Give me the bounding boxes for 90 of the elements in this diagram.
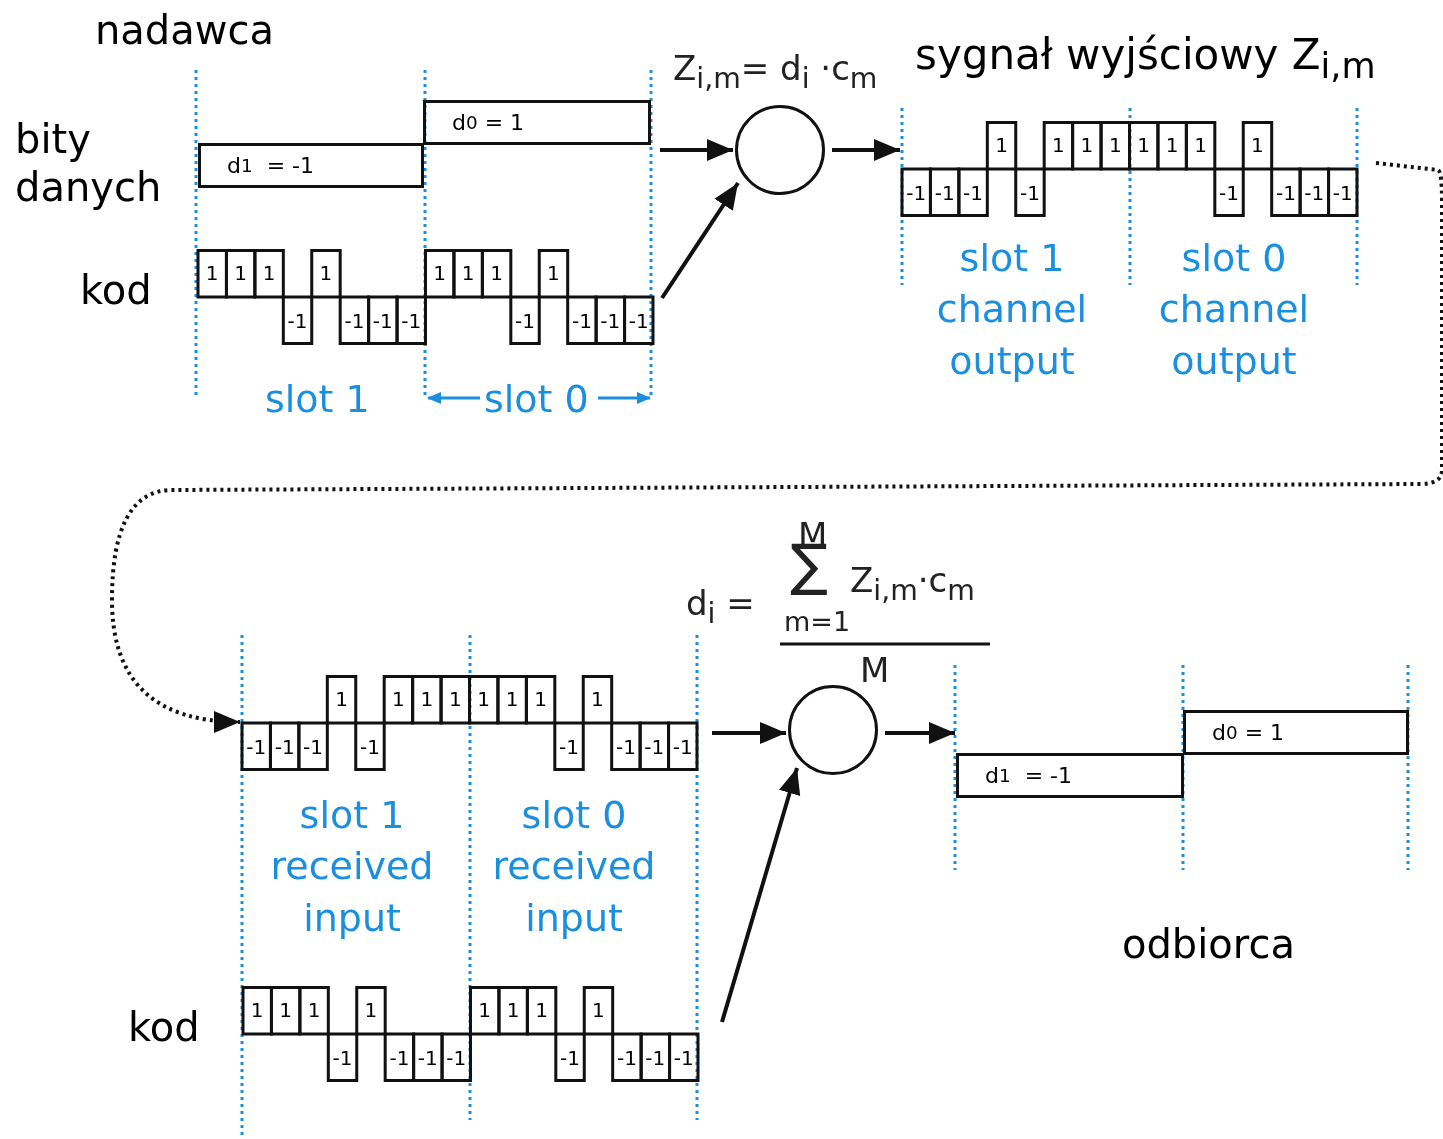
chip-value: -1 bbox=[627, 308, 650, 335]
chip-value: 1 bbox=[590, 686, 605, 713]
receiver-label: odbiorca bbox=[1122, 920, 1295, 968]
chip-value: 1 bbox=[1107, 132, 1123, 159]
arrow bbox=[712, 722, 786, 744]
chip-value: -1 bbox=[614, 734, 637, 761]
chip-value: -1 bbox=[273, 734, 296, 761]
multiplier-circle bbox=[788, 685, 878, 775]
chip-value: -1 bbox=[445, 1045, 468, 1072]
chip-value: 1 bbox=[534, 997, 549, 1024]
multiplier-circle bbox=[735, 105, 825, 195]
formula-text: Z$_{i,m}$= d$_{i}$ ·c$_{m}$ bbox=[673, 48, 878, 95]
chip-value: 1 bbox=[489, 260, 504, 287]
chip-value: 1 bbox=[261, 260, 277, 287]
chip-value: -1 bbox=[644, 1045, 667, 1072]
chip-value: 1 bbox=[1136, 132, 1152, 159]
chip-value: 1 bbox=[318, 260, 334, 287]
chip-value: -1 bbox=[1218, 180, 1240, 207]
chip-value: -1 bbox=[371, 308, 394, 335]
chip-value: 1 bbox=[533, 686, 548, 713]
chip-value: 1 bbox=[546, 260, 561, 287]
formula-text: m=1 bbox=[784, 608, 851, 635]
chip-value: 1 bbox=[1164, 132, 1180, 159]
chip-value: 1 bbox=[249, 997, 265, 1024]
arrow bbox=[885, 722, 955, 744]
chip-value: 1 bbox=[477, 997, 493, 1024]
chip-value: 1 bbox=[1079, 132, 1095, 159]
chip-value: 1 bbox=[1051, 132, 1066, 159]
chip-value: 1 bbox=[505, 997, 521, 1024]
formula-text: M bbox=[860, 650, 890, 690]
chip-value: 1 bbox=[334, 686, 349, 713]
chip-value: -1 bbox=[1303, 180, 1326, 207]
chip-value: -1 bbox=[559, 1045, 581, 1072]
formula-text: d$_{i}$ = bbox=[686, 583, 755, 630]
chip-value: -1 bbox=[245, 734, 268, 761]
chip-value: 1 bbox=[504, 686, 520, 713]
chip-value: -1 bbox=[286, 308, 309, 335]
chip-value: -1 bbox=[514, 308, 536, 335]
slot-caption: slot 0 channel output bbox=[1157, 235, 1311, 385]
chip-value: 1 bbox=[591, 997, 606, 1024]
chip-value: 1 bbox=[432, 260, 448, 287]
arrow bbox=[110, 161, 1443, 732]
slot-caption: slot 1 received input bbox=[269, 792, 435, 942]
formula-text: Z$_{i,m}$·c$_{m}$ bbox=[850, 560, 975, 607]
chip-value: -1 bbox=[962, 180, 985, 207]
slot-label: slot 1 bbox=[265, 376, 370, 423]
chip-value: -1 bbox=[1274, 180, 1297, 207]
chip-value: -1 bbox=[302, 734, 325, 761]
row-label: bity danych bbox=[15, 115, 163, 211]
chip-value: -1 bbox=[343, 308, 366, 335]
chip-value: 1 bbox=[994, 132, 1009, 159]
slot-label: slot 0 bbox=[484, 376, 589, 423]
chip-value: 1 bbox=[306, 997, 322, 1024]
chip-value: 1 bbox=[447, 686, 463, 713]
sender-label: nadawca bbox=[95, 6, 274, 54]
chip-value: 1 bbox=[419, 686, 435, 713]
chip-value: 1 bbox=[1193, 132, 1208, 159]
row-label: kod bbox=[128, 1003, 200, 1051]
arrow bbox=[832, 139, 900, 161]
arrow bbox=[660, 181, 740, 300]
chip-value: -1 bbox=[1331, 180, 1354, 207]
chip-value: 1 bbox=[363, 997, 379, 1024]
chip-value: -1 bbox=[599, 308, 622, 335]
chip-value: -1 bbox=[671, 734, 694, 761]
chip-value: -1 bbox=[388, 1045, 411, 1072]
chip-value: -1 bbox=[672, 1045, 695, 1072]
chip-value: -1 bbox=[643, 734, 666, 761]
chip-value: -1 bbox=[905, 180, 928, 207]
chip-value: 1 bbox=[391, 686, 406, 713]
slot-caption: slot 1 channel output bbox=[935, 235, 1089, 385]
row-label: kod bbox=[80, 266, 152, 314]
chip-value: 1 bbox=[278, 997, 293, 1024]
chip-value: -1 bbox=[570, 308, 593, 335]
chip-value: -1 bbox=[1019, 180, 1041, 207]
arrow bbox=[660, 139, 733, 161]
chip-value: 1 bbox=[233, 260, 248, 287]
chip-value: 1 bbox=[204, 260, 220, 287]
chip-value: -1 bbox=[416, 1045, 439, 1072]
chip-value: 1 bbox=[460, 260, 476, 287]
chip-value: -1 bbox=[359, 734, 381, 761]
arrow bbox=[720, 767, 801, 1023]
chip-value: -1 bbox=[933, 180, 956, 207]
signal-title: sygnał wyjściowy Z$_{i,m}$ bbox=[915, 30, 1376, 88]
chip-value: 1 bbox=[476, 686, 492, 713]
slot-caption: slot 0 received input bbox=[491, 792, 657, 942]
chip-value: -1 bbox=[558, 734, 580, 761]
chip-value: -1 bbox=[400, 308, 423, 335]
chip-value: -1 bbox=[615, 1045, 638, 1072]
chip-value: -1 bbox=[331, 1045, 354, 1072]
chip-value: 1 bbox=[1250, 132, 1265, 159]
